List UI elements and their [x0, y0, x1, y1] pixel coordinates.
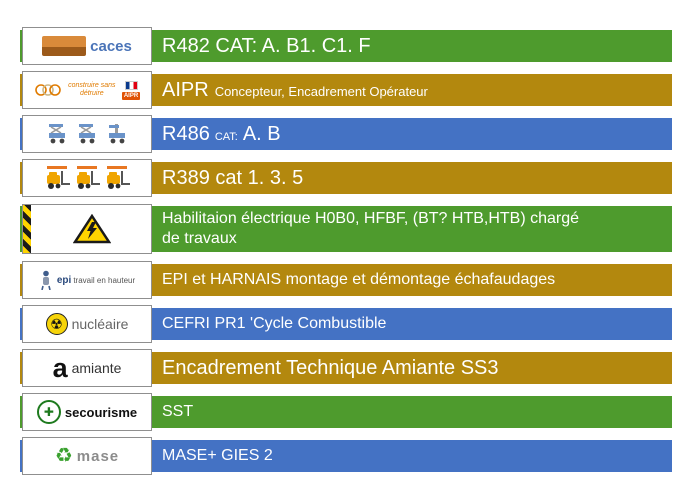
forklift-tag-icon [47, 166, 67, 169]
scissor-lift-icon [79, 124, 95, 144]
amiante-logo-label: amiante [71, 360, 122, 376]
radioactive-icon: ☢ [45, 313, 68, 335]
cert-row-sst: ✚ secourisme SST [20, 393, 672, 431]
cert-row-caces-r389: R389 cat 1. 3. 5 [20, 159, 672, 197]
forklift-unit [104, 166, 130, 190]
nucleaire-logo: ☢ nucléaire [22, 305, 152, 343]
cert-title: R389 cat 1. 3. 5 [162, 166, 304, 189]
boom-lift-icon [49, 124, 65, 144]
forklift-icon [47, 171, 70, 189]
mast-lift-icon [109, 124, 125, 144]
construire-sans-detruire-logo: construire sans détruire AIPR [22, 71, 152, 109]
forklift-tag-icon [107, 166, 127, 169]
cert-title: Habilitaion électrique H0B0, HFBF, (BT? … [162, 210, 580, 247]
medical-cross-icon: ✚ [36, 400, 61, 424]
amiante-logo: a amiante [22, 349, 152, 387]
interlocking-rings-icon [35, 84, 61, 96]
cert-row-habilitation-electrique: Habilitaion électrique H0B0, HFBF, (BT? … [20, 204, 672, 254]
cert-row-caces-r486: R486 CAT: A. B [20, 115, 672, 153]
csd-logo-label: construire sans détruire [68, 82, 116, 97]
amiante-a-icon: a [52, 352, 68, 383]
worker-icon [41, 270, 51, 290]
caces-photo-icon [42, 36, 87, 56]
cert-row-mase: ♻ mase MASE+ GIES 2 [20, 437, 672, 475]
csd-badges: AIPR [121, 80, 141, 100]
cert-row-aipr: construire sans détruire AIPR AIPR Conce… [20, 71, 672, 109]
mase-logo: ♻ mase [22, 437, 152, 475]
recycle-leaf-icon: ♻ [54, 445, 73, 467]
cert-title: CEFRI PR1 'Cycle Combustible [162, 315, 387, 332]
forklifts-logo [22, 159, 152, 197]
cert-title: AIPR Concepteur, Encadrement Opérateur [162, 78, 428, 101]
forklift-icon [107, 171, 130, 189]
cert-title: MASE+ GIES 2 [162, 447, 273, 464]
secourisme-logo: ✚ secourisme [22, 393, 152, 431]
french-flag-icon [124, 80, 138, 90]
nucleaire-logo-label: nucléaire [71, 316, 129, 332]
caces-logo: caces [22, 27, 152, 65]
cert-title: Encadrement Technique Amiante SS3 [162, 356, 499, 379]
cert-title: EPI et HARNAIS montage et démontage écha… [162, 271, 556, 288]
forklift-icon [77, 171, 100, 189]
caces-logo-label: caces [90, 37, 132, 55]
cert-row-caces-r482: caces R482 CAT: A. B1. C1. F [20, 27, 672, 65]
cert-row-cefri: ☢ nucléaire CEFRI PR1 'Cycle Combustible [20, 305, 672, 343]
hazard-stripes-icon [23, 205, 31, 253]
lift-machines-logo [22, 115, 152, 153]
aipr-badge: AIPR [121, 91, 141, 100]
cert-title: SST [162, 403, 194, 420]
forklift-unit [74, 166, 100, 190]
electric-hazard-logo [22, 204, 152, 254]
forklift-tag-icon [77, 166, 97, 169]
cert-title: R482 CAT: A. B1. C1. F [162, 34, 371, 57]
certifications-list: caces R482 CAT: A. B1. C1. F construire … [20, 27, 672, 475]
cert-title: R486 CAT: A. B [162, 122, 281, 145]
electric-hazard-icon [73, 214, 111, 244]
secourisme-logo-label: secourisme [64, 404, 138, 420]
cert-row-amiante: a amiante Encadrement Technique Amiante … [20, 349, 672, 387]
mase-logo-label: mase [76, 447, 120, 465]
forklift-unit [44, 166, 70, 190]
